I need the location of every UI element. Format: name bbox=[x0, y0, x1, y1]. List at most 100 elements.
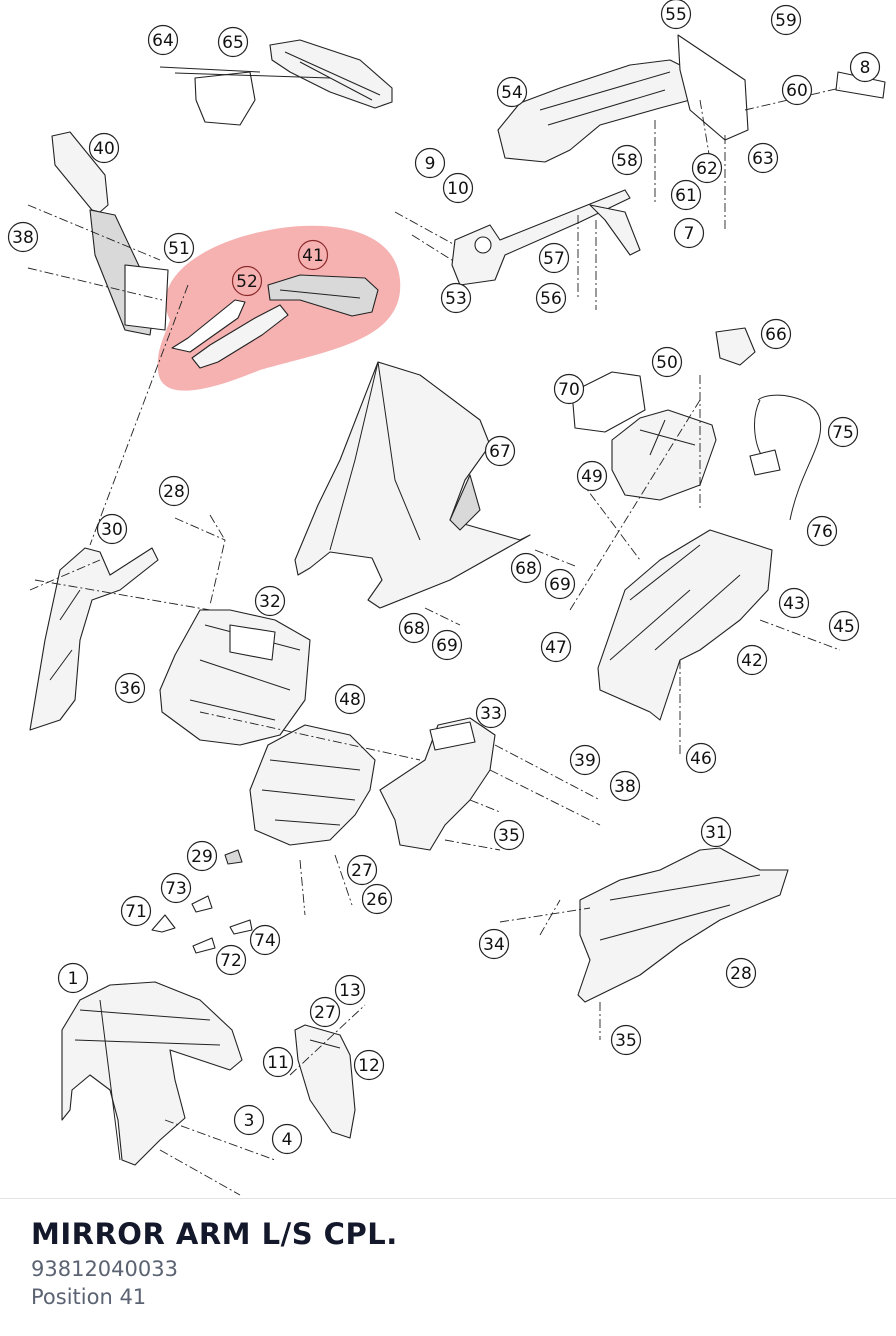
callout-27[interactable]: 27 bbox=[346, 854, 378, 886]
callout-label: 47 bbox=[545, 638, 567, 658]
callout-label: 3 bbox=[244, 1111, 255, 1131]
callout-72[interactable]: 72 bbox=[215, 944, 247, 976]
callout-48[interactable]: 48 bbox=[334, 683, 366, 715]
callout-7[interactable]: 7 bbox=[673, 217, 705, 249]
callout-circle bbox=[660, 0, 692, 30]
callout-50[interactable]: 50 bbox=[651, 346, 683, 378]
callout-circle bbox=[271, 1123, 303, 1155]
callout-11[interactable]: 11 bbox=[262, 1046, 294, 1078]
callout-39[interactable]: 39 bbox=[569, 744, 601, 776]
callout-36[interactable]: 36 bbox=[114, 672, 146, 704]
part-49-storage-box bbox=[571, 371, 717, 501]
callout-59[interactable]: 59 bbox=[770, 4, 802, 36]
callout-4[interactable]: 4 bbox=[271, 1123, 303, 1155]
callout-label: 28 bbox=[163, 482, 185, 502]
callout-75[interactable]: 75 bbox=[827, 416, 859, 448]
callout-53[interactable]: 53 bbox=[440, 282, 472, 314]
callout-65[interactable]: 65 bbox=[217, 26, 249, 58]
callout-55[interactable]: 55 bbox=[660, 0, 692, 30]
callout-71[interactable]: 71 bbox=[120, 895, 152, 927]
callout-circle bbox=[114, 672, 146, 704]
callout-69[interactable]: 69 bbox=[431, 629, 463, 661]
callout-circle bbox=[540, 631, 572, 663]
callout-31[interactable]: 31 bbox=[700, 816, 732, 848]
part-40-mirror-left bbox=[27, 131, 169, 336]
callout-label: 26 bbox=[366, 890, 388, 910]
callout-47[interactable]: 47 bbox=[540, 631, 572, 663]
callout-3[interactable]: 3 bbox=[233, 1104, 265, 1136]
callout-35[interactable]: 35 bbox=[493, 819, 525, 851]
callout-52[interactable]: 52 bbox=[231, 265, 263, 297]
callout-56[interactable]: 56 bbox=[535, 282, 567, 314]
callout-circle bbox=[217, 26, 249, 58]
callout-29[interactable]: 29 bbox=[186, 840, 218, 872]
callout-circle bbox=[484, 435, 516, 467]
callout-64[interactable]: 64 bbox=[147, 24, 179, 56]
callout-circle bbox=[828, 610, 860, 642]
callout-circle bbox=[700, 816, 732, 848]
callout-54[interactable]: 54 bbox=[496, 76, 528, 108]
callout-35[interactable]: 35 bbox=[610, 1024, 642, 1056]
callout-label: 4 bbox=[282, 1130, 293, 1150]
callout-43[interactable]: 43 bbox=[778, 587, 810, 619]
callout-38[interactable]: 38 bbox=[609, 770, 641, 802]
callout-circle bbox=[691, 152, 723, 184]
callout-61[interactable]: 61 bbox=[670, 179, 702, 211]
callout-38[interactable]: 38 bbox=[7, 221, 39, 253]
callout-69[interactable]: 69 bbox=[544, 568, 576, 600]
callout-70[interactable]: 70 bbox=[553, 373, 585, 405]
callout-74[interactable]: 74 bbox=[249, 924, 281, 956]
callout-circle bbox=[806, 515, 838, 547]
callout-circle bbox=[147, 24, 179, 56]
callout-68[interactable]: 68 bbox=[398, 612, 430, 644]
callout-46[interactable]: 46 bbox=[685, 742, 717, 774]
part-67-windshield bbox=[294, 361, 531, 609]
callout-label: 69 bbox=[436, 636, 458, 656]
callout-label: 35 bbox=[615, 1031, 637, 1051]
callout-1[interactable]: 1 bbox=[57, 962, 89, 994]
callout-57[interactable]: 57 bbox=[538, 242, 570, 274]
callout-45[interactable]: 45 bbox=[828, 610, 860, 642]
callout-8[interactable]: 8 bbox=[849, 51, 881, 83]
callout-67[interactable]: 67 bbox=[484, 435, 516, 467]
callout-label: 27 bbox=[314, 1003, 336, 1023]
callout-30[interactable]: 30 bbox=[96, 513, 128, 545]
callout-40[interactable]: 40 bbox=[88, 132, 120, 164]
callout-41[interactable]: 41 bbox=[297, 239, 329, 271]
callout-58[interactable]: 58 bbox=[611, 144, 643, 176]
callout-63[interactable]: 63 bbox=[747, 142, 779, 174]
callout-28[interactable]: 28 bbox=[725, 957, 757, 989]
callout-33[interactable]: 33 bbox=[475, 697, 507, 729]
callout-32[interactable]: 32 bbox=[254, 585, 286, 617]
callout-label: 35 bbox=[498, 826, 520, 846]
part-65-headlight-bracket bbox=[159, 39, 393, 126]
callout-73[interactable]: 73 bbox=[160, 872, 192, 904]
callout-circle bbox=[353, 1049, 385, 1081]
callout-27[interactable]: 27 bbox=[309, 996, 341, 1028]
callout-label: 59 bbox=[775, 11, 797, 31]
callout-label: 62 bbox=[696, 159, 718, 179]
callout-34[interactable]: 34 bbox=[478, 928, 510, 960]
callout-label: 56 bbox=[540, 289, 562, 309]
callout-label: 50 bbox=[656, 353, 678, 373]
callout-28[interactable]: 28 bbox=[158, 475, 190, 507]
callout-label: 69 bbox=[549, 575, 571, 595]
callout-26[interactable]: 26 bbox=[361, 883, 393, 915]
callout-68[interactable]: 68 bbox=[510, 552, 542, 584]
callout-42[interactable]: 42 bbox=[736, 644, 768, 676]
callout-76[interactable]: 76 bbox=[806, 515, 838, 547]
callout-circle bbox=[254, 585, 286, 617]
callout-13[interactable]: 13 bbox=[334, 974, 366, 1006]
part-53-bracket bbox=[394, 189, 641, 310]
callout-60[interactable]: 60 bbox=[781, 74, 813, 106]
callout-label: 40 bbox=[93, 139, 115, 159]
callout-51[interactable]: 51 bbox=[163, 232, 195, 264]
callout-62[interactable]: 62 bbox=[691, 152, 723, 184]
callout-66[interactable]: 66 bbox=[760, 318, 792, 350]
callout-label: 31 bbox=[705, 823, 727, 843]
callout-12[interactable]: 12 bbox=[353, 1049, 385, 1081]
callout-9[interactable]: 9 bbox=[414, 147, 446, 179]
callout-10[interactable]: 10 bbox=[442, 172, 474, 204]
callout-circle bbox=[297, 239, 329, 271]
callout-49[interactable]: 49 bbox=[576, 460, 608, 492]
